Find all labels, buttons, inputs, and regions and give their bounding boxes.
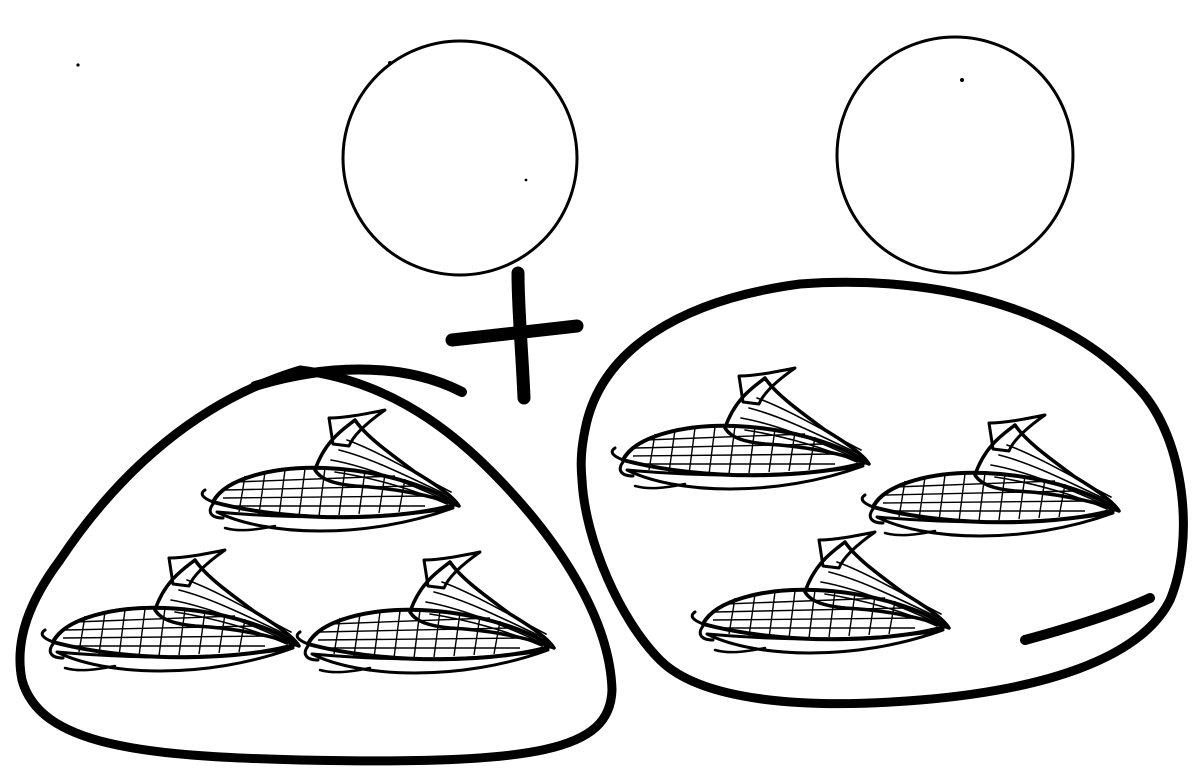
corn-ear: [202, 410, 459, 531]
corn-ear: [612, 368, 869, 489]
corn-group-right: [581, 282, 1183, 703]
corn-ear: [42, 550, 299, 671]
answer-circle-right[interactable]: [837, 37, 1073, 273]
answer-circle-left[interactable]: [343, 41, 577, 275]
group-outline-left: [20, 370, 612, 761]
corn-ear: [692, 532, 949, 653]
corn-ear: [297, 552, 554, 673]
corn-group-left: [20, 370, 612, 761]
plus-sign: [452, 273, 577, 398]
answer-circles: [76, 37, 1073, 275]
corn-ear: [862, 415, 1119, 536]
